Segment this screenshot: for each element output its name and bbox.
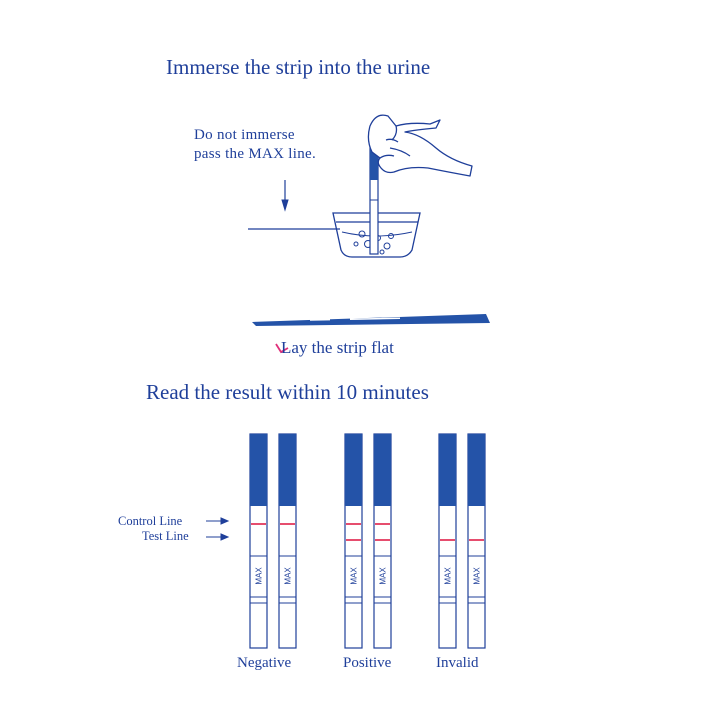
down-arrow-icon [281,180,289,212]
hand-icon [367,114,473,177]
test-strip-immersed-icon [369,145,379,255]
strip-max-mark: MAX [444,567,453,585]
result-strip-negative-1: MAX [249,433,268,649]
lay-flat-caption: Lay the strip flat [281,338,394,357]
strip-max-mark: MAX [284,567,293,585]
strip-max-mark: MAX [255,567,264,585]
immersion-note-line1: Do not immerse [194,127,295,143]
strip-handle [250,434,267,506]
immersion-note-line2: pass the MAX line. [194,146,317,162]
strip-handle [439,434,456,506]
result-strip-invalid-1: MAX [438,433,457,649]
strip-handle [345,434,362,506]
result-strips: MAX MAX MAX MAX MAX MAX [249,433,486,649]
result-strip-positive-2: MAX [373,433,392,649]
test-strip-flat-icon [252,314,490,326]
strip-max-mark: MAX [473,567,482,585]
result-strip-negative-2: MAX [278,433,297,649]
pink-mark-icon [275,343,289,354]
strip-max-mark: MAX [350,567,359,585]
control-line-label: Control Line [118,514,183,528]
test-line-arrow-icon [206,533,230,541]
result-strip-invalid-2: MAX [467,433,486,649]
step1-title: Immerse the strip into the urine [166,55,431,79]
result-label-negative: Negative [237,655,292,671]
result-label-invalid: Invalid [436,655,479,671]
control-line-arrow-icon [206,517,230,525]
strip-handle [468,434,485,506]
result-strip-positive-1: MAX [344,433,363,649]
strip-handle [374,434,391,506]
strip-max-mark: MAX [379,567,388,585]
step3-title: Read the result within 10 minutes [146,380,429,404]
strip-handle [279,434,296,506]
result-label-positive: Positive [343,655,392,671]
test-line-label: Test Line [142,529,189,543]
